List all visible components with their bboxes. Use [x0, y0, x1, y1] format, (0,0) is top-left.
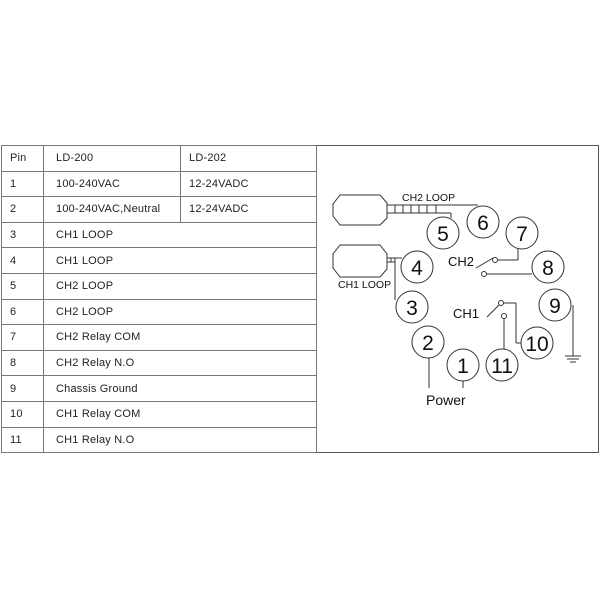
pin-circle-3: [395, 290, 429, 324]
pin-circle-7: [505, 216, 539, 250]
pin-number: 6: [477, 212, 489, 235]
ch2-loop-label: CH2 LOOP: [402, 192, 455, 204]
pin-number: 8: [542, 257, 554, 280]
ch1-label: CH1: [453, 306, 479, 321]
ch2-label: CH2: [448, 254, 474, 269]
ch2-relay-switch: [475, 249, 532, 277]
pin-circle-5: [426, 216, 460, 250]
pin-cell: 2: [1, 196, 44, 223]
ch2-sensor-icon: [332, 194, 388, 226]
ld200-cell: 100-240VAC,Neutral: [43, 196, 181, 223]
pin-number: 9: [549, 295, 561, 318]
desc-cell: CH2 Relay COM: [43, 324, 317, 351]
pin-circle-9: [538, 288, 572, 322]
ld202-cell: 12-24VADC: [180, 170, 317, 198]
pin-number: 1: [457, 355, 469, 378]
pin-number: 5: [437, 223, 449, 246]
pin-cell: 6: [1, 298, 44, 326]
ch2-loop-wires: [387, 204, 478, 218]
pin-circle-4: [400, 250, 434, 284]
header-ld200: LD-200: [43, 145, 181, 172]
pin-number: 11: [491, 355, 513, 378]
desc-cell: CH1 Relay N.O: [43, 426, 317, 454]
ground-icon: [565, 305, 581, 363]
ch1-loop-wires: [387, 257, 402, 300]
desc-cell: CH1 Relay COM: [43, 400, 317, 428]
pin-cell: 11: [1, 426, 44, 454]
pin-circle-6: [466, 205, 500, 239]
pin-number: 2: [422, 332, 434, 355]
pin-number: 10: [525, 333, 548, 356]
pin-circle-10: [520, 326, 554, 360]
ch1-sensor-icon: [332, 244, 388, 278]
desc-cell: Chassis Ground: [43, 375, 317, 402]
ch1-loop-label: CH1 LOOP: [338, 279, 391, 291]
desc-cell: CH2 LOOP: [43, 272, 317, 300]
desc-cell: CH1 LOOP: [43, 247, 317, 274]
desc-cell: CH2 Relay N.O: [43, 349, 317, 377]
pin-circle-11: [485, 348, 519, 382]
header-ld202: LD-202: [180, 145, 317, 172]
pin-number: 7: [516, 223, 528, 246]
pin-circle-8: [531, 250, 565, 284]
pin-circle-1: [446, 348, 480, 382]
pin-number: 4: [411, 257, 423, 280]
desc-cell: CH2 LOOP: [43, 298, 317, 326]
ch1-relay-switch: [486, 300, 521, 349]
pin-circle-2: [411, 325, 445, 359]
pin-circles: [395, 205, 572, 382]
pin-cell: 10: [1, 400, 44, 428]
power-label: Power: [426, 392, 466, 408]
pin-number: 3: [406, 297, 418, 320]
pin-cell: 8: [1, 349, 44, 377]
